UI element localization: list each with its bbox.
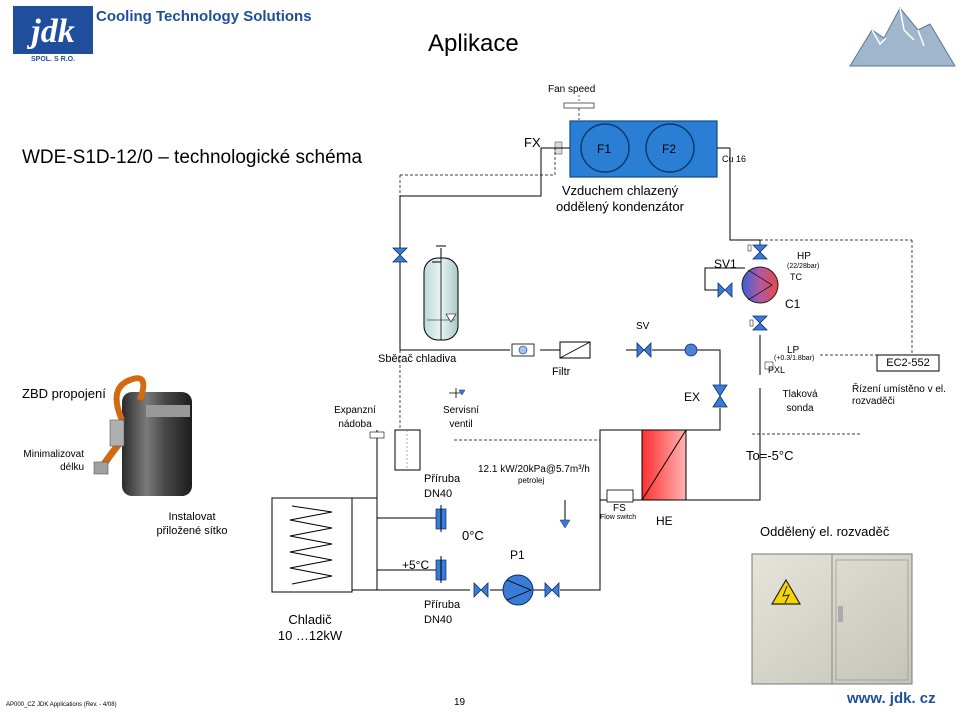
cooler-coil xyxy=(271,497,353,593)
evaporation-temp-label: To=-5°C xyxy=(746,448,794,463)
flow-switch-label: Flow switch xyxy=(600,514,637,521)
temp-zero-label: 0°C xyxy=(462,528,484,543)
compressor-c1 xyxy=(741,266,779,304)
lp-range: (+0.3/1.8bar) xyxy=(774,355,815,362)
solenoid-valve-icon xyxy=(636,342,652,358)
fan-f2-label: F2 xyxy=(662,142,677,156)
fs-label: FS xyxy=(613,503,626,514)
lp-switch-icon xyxy=(749,319,754,327)
sv-label: SV xyxy=(636,321,650,332)
tc-label: TC xyxy=(790,272,802,282)
lp-label: LP xyxy=(787,345,800,356)
page-number: 19 xyxy=(454,697,466,708)
hazard-sign-icon xyxy=(770,578,802,605)
fan-speed-connector xyxy=(563,102,595,109)
logo-letters: jdk xyxy=(26,13,74,50)
suction-valve-icon xyxy=(752,315,768,331)
condenser xyxy=(541,95,730,178)
flange-top-icon xyxy=(435,505,447,532)
pump-p1 xyxy=(502,574,534,606)
hp-switch-icon xyxy=(747,244,752,252)
ex-label: EX xyxy=(684,390,701,404)
hp-range: (22/28bar) xyxy=(787,263,820,270)
temp-plus5-label: +5°C xyxy=(402,558,430,572)
controller-box xyxy=(876,354,940,372)
sight-glass-2 xyxy=(684,343,698,357)
flange-bottom-icon xyxy=(435,556,447,583)
sight-glass xyxy=(511,343,535,357)
capacity-label: 12.1 kW/20kPa@5.7m³/h xyxy=(478,464,590,475)
logo-subtext: SPOL. S R.O. xyxy=(31,56,75,63)
jdk-logo: jdk SPOL. S R.O. xyxy=(13,6,93,63)
document-reference: AP000_CZ JDK Applications (Rev. - 4/08) xyxy=(6,702,117,708)
cooler-power-label: 10 …12kW xyxy=(277,628,343,643)
cu-label: Cu 16 xyxy=(722,154,747,164)
website-link[interactable]: www. jdk. cz xyxy=(847,690,936,707)
fluid-label: petrolej xyxy=(518,476,545,485)
pump-outlet-valve-icon xyxy=(544,582,560,598)
discharge-valve-icon xyxy=(752,244,768,260)
electrical-panel-image xyxy=(751,553,913,685)
minimize-length-label: Minimalizovat délku xyxy=(23,449,84,473)
cooler-label: Chladič xyxy=(288,612,332,627)
fan-speed-label: Fan speed xyxy=(548,84,596,95)
expansion-tank-label: Expanzní nádoba xyxy=(334,405,376,430)
hp-label: HP xyxy=(797,251,811,262)
mountain-illustration xyxy=(849,7,956,67)
controller-note: Řízení umístěno v el. rozvaděči xyxy=(852,384,946,407)
compressor-photo xyxy=(93,375,192,496)
fan-f1 xyxy=(580,123,630,173)
filter-label: Filtr xyxy=(552,366,571,378)
fan-f1-label: F1 xyxy=(597,142,612,156)
strainer-icon xyxy=(559,519,571,529)
pump-label: P1 xyxy=(510,548,525,562)
heat-exchanger xyxy=(641,429,687,501)
pxl-label: PXL xyxy=(768,365,786,375)
valve-icons xyxy=(392,244,768,598)
controller-label: EC2-552 xyxy=(886,357,930,369)
company-tagline: Cooling Technology Solutions xyxy=(96,8,312,25)
he-label: HE xyxy=(656,514,673,528)
separate-panel-label: Oddělený el. rozvaděč xyxy=(760,524,890,539)
sv1-label: SV1 xyxy=(714,257,737,271)
pressure-probe-label: Tlaková sonda xyxy=(782,389,818,414)
flow-switch-icon xyxy=(606,489,634,503)
zbd-label: ZBD propojení xyxy=(22,386,106,401)
refrigerant-receiver xyxy=(423,245,459,341)
c1-label: C1 xyxy=(785,297,801,311)
flange-bottom-label: Příruba DN40 xyxy=(424,599,461,626)
sv1-bypass-valve-icon xyxy=(717,282,733,298)
pxl-probe-icon xyxy=(764,361,774,370)
service-valve-icon xyxy=(449,388,466,398)
fan-f2 xyxy=(645,123,695,173)
receiver-inlet-valve-icon xyxy=(392,247,408,263)
diagram-title: WDE-S1D-12/0 – technologické schéma xyxy=(22,147,363,168)
condenser-caption: Vzduchem chlazený oddělený kondenzátor xyxy=(556,183,684,214)
flange-top-label: Příruba DN40 xyxy=(424,473,461,500)
expansion-tank xyxy=(369,429,421,471)
fx-label: FX xyxy=(524,135,541,150)
slide-title: Aplikace xyxy=(428,30,519,57)
pump-inlet-valve-icon xyxy=(473,582,489,598)
install-strainer-label: Instalovat přiložené sítko xyxy=(156,511,228,537)
receiver-label: Sběrač chladiva xyxy=(378,353,457,365)
service-valve-label: Servisní ventil xyxy=(442,405,480,430)
expansion-valve-icon xyxy=(712,384,728,408)
